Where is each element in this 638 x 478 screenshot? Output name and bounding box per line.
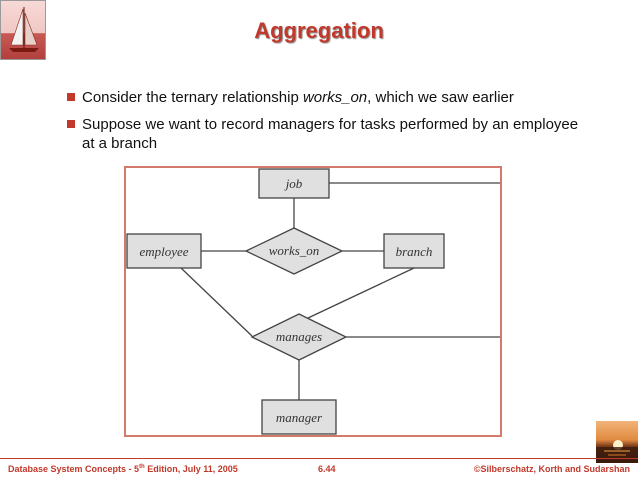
entity-branch-label: branch [396,244,433,259]
bullet-list: Consider the ternary relationship works_… [66,88,586,161]
er-diagram: job employee branch manager works_on man… [124,166,502,437]
entity-branch [383,233,445,269]
square-bullet-icon [67,120,75,128]
bullet-emphasis: works_on [302,89,368,106]
relationship-works-on-label: works_on [269,243,320,258]
entity-employee [126,233,202,269]
branch-manages-line [307,267,415,319]
bullet-text-before: Consider the ternary relationship [82,89,303,106]
relationship-works-on [244,227,344,275]
footer-edition-date: Edition, July 11, 2005 [144,464,238,474]
slide-title: Aggregation [254,18,384,43]
bullet-item: Suppose we want to record managers for t… [66,115,586,153]
footer-edition-sup: th [139,464,145,470]
entity-job-label: job [284,176,303,191]
bullet-item: Consider the ternary relationship works_… [66,88,586,107]
square-bullet-icon [67,93,75,101]
entity-job [258,168,330,199]
footer-divider [0,458,638,459]
bullet-text: Suppose we want to record managers for t… [82,116,579,152]
er-diagram-canvas: job employee branch manager works_on man… [126,168,500,435]
footer-book-name: Database System Concepts - 5 [8,464,140,474]
sailboat-logo [0,0,46,60]
entity-manager-label: manager [276,410,323,425]
bullet-text-after: , which we saw earlier [367,89,514,106]
entity-employee-label: employee [139,244,188,259]
employee-manages-line [180,267,253,337]
footer-book-title: Database System Concepts - 5th Edition, … [8,464,238,474]
entity-manager [261,399,337,435]
relationship-manages-label: manages [276,329,322,344]
sunset-logo [596,421,638,463]
footer-copyright: ©Silberschatz, Korth and Sudarshan [473,464,630,474]
footer-page-number: 6.44 [318,464,336,474]
relationship-manages [250,313,348,361]
